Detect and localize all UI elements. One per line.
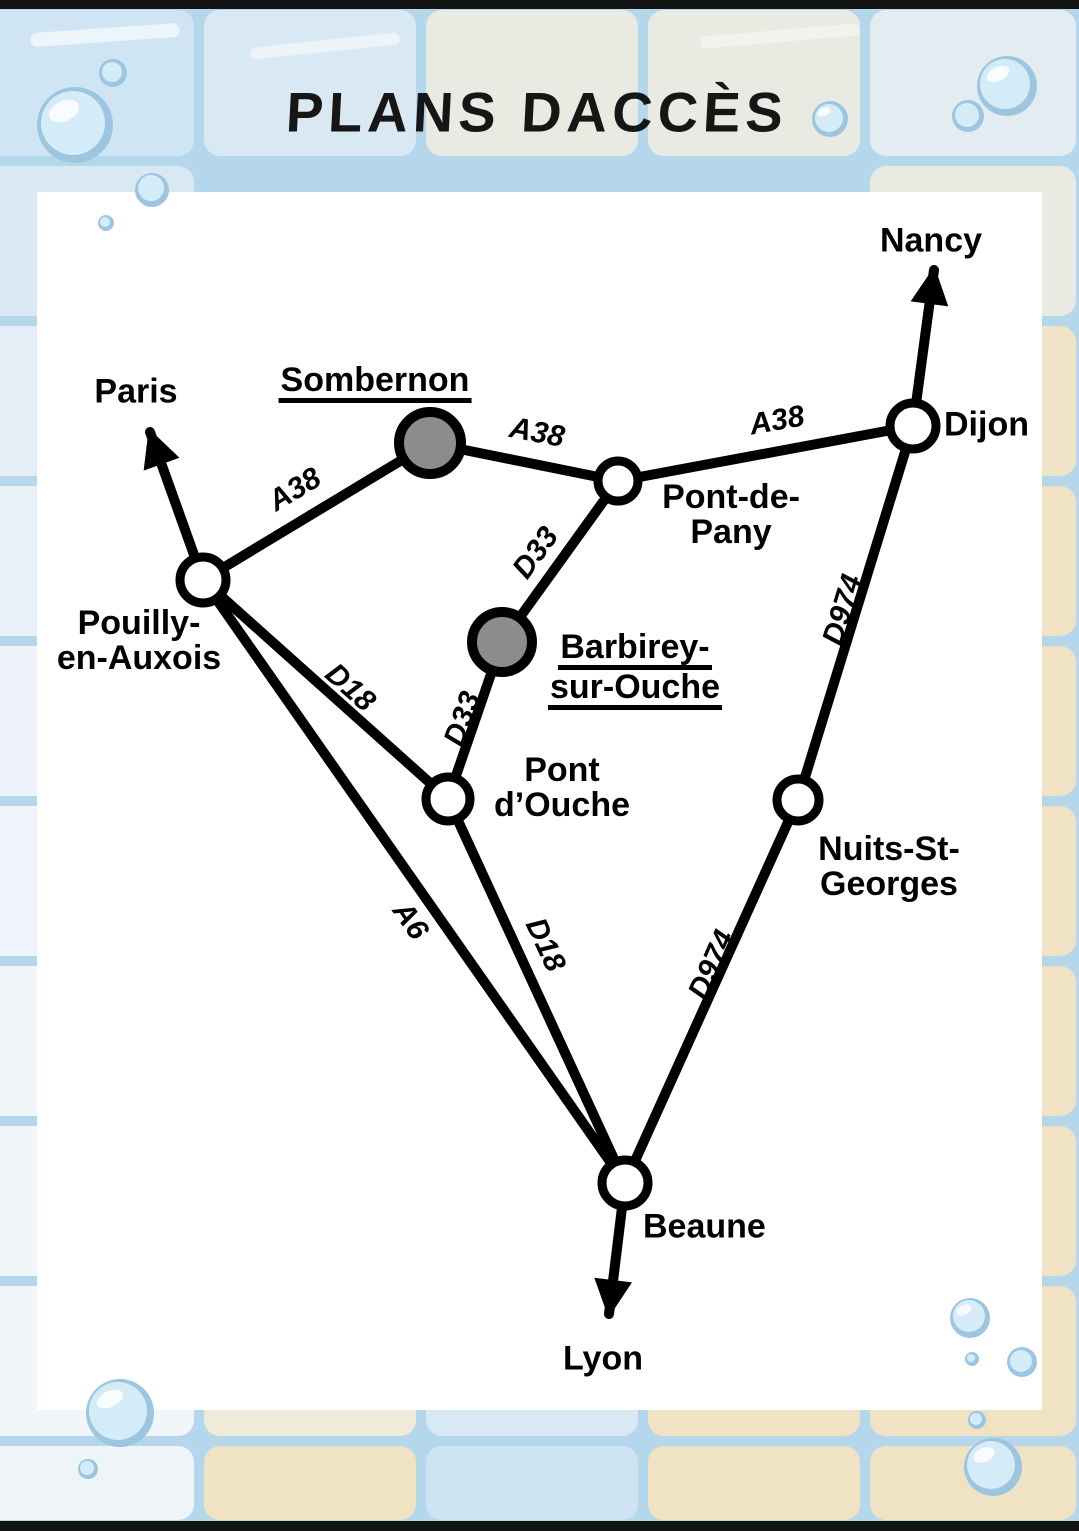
bubble (98, 215, 114, 231)
bubbles (37, 56, 1037, 1496)
bubble (78, 1459, 98, 1479)
node-pont-de-pany (593, 456, 643, 506)
town-label-pont-douche: Pont d’Ouche (494, 753, 630, 823)
town-label-barbirey: Barbirey- sur-Ouche (547, 630, 723, 710)
road-a38-pontdepany-dijon (613, 421, 918, 486)
town-label-line: Nuits-St- (818, 830, 960, 868)
node-pouilly (175, 552, 231, 608)
road-a38-pouilly-sombernon (198, 438, 435, 585)
bubble (964, 1438, 1022, 1496)
town-label-line: sur-Ouche (547, 670, 723, 710)
node-beaune (597, 1155, 653, 1211)
town-label-text: Barbirey- (558, 630, 712, 670)
town-label-nuits: Nuits-St- Georges (818, 832, 960, 902)
road-d974-nuits-beaune (620, 795, 803, 1188)
bubble (977, 56, 1037, 116)
town-label-line: Pany (690, 513, 772, 551)
road-a6-pouilly-beaune (198, 575, 630, 1188)
town-nodes (175, 398, 941, 1211)
destination-label-lyon: Lyon (563, 1339, 643, 1378)
town-label-dijon: Dijon (944, 405, 1029, 444)
bubble (812, 101, 848, 137)
bubble (99, 59, 127, 87)
node-dijon (885, 398, 941, 454)
node-sombernon (394, 407, 466, 479)
map-panel (37, 192, 1042, 1410)
top-strip (0, 0, 1079, 9)
road-d18-pouilly-pontdouche (198, 575, 453, 804)
bottom-strip (0, 1521, 1079, 1531)
node-nuits (772, 774, 824, 826)
town-label-line: Barbirey- (548, 630, 722, 670)
road-d18-pontdouche-beaune (443, 794, 630, 1188)
town-label-line: Pont-de- (662, 478, 800, 516)
bubble (968, 1411, 986, 1429)
page-title: PLANS DACCÈS (284, 80, 790, 144)
bubble (965, 1352, 979, 1366)
bubble (37, 87, 113, 163)
town-label-line: Georges (820, 865, 958, 903)
town-label-line: d’Ouche (493, 786, 631, 824)
bubble (86, 1379, 154, 1447)
destination-label-nancy: Nancy (879, 221, 983, 260)
bubble (1007, 1347, 1037, 1377)
town-label-sombernon-text: Sombernon (278, 363, 472, 403)
town-label-pont-de-pany: Pont-de- Pany (662, 480, 800, 550)
town-label-beaune: Beaune (643, 1207, 766, 1246)
town-label-line: en-Auxois (56, 639, 222, 677)
town-label-text: sur-Ouche (547, 670, 723, 710)
town-label-pouilly: Pouilly- en-Auxois (57, 606, 221, 676)
bubble (135, 173, 169, 207)
bubble (950, 1298, 990, 1338)
node-pont-douche (421, 772, 475, 826)
town-label-sombernon: Sombernon (278, 363, 472, 403)
bubble (952, 100, 984, 132)
node-barbirey (467, 607, 537, 677)
destination-label-paris: Paris (94, 372, 178, 411)
town-label-line: Pouilly- (77, 604, 201, 642)
town-label-line: Pont (524, 751, 600, 789)
road-d974-dijon-nuits (793, 421, 918, 805)
